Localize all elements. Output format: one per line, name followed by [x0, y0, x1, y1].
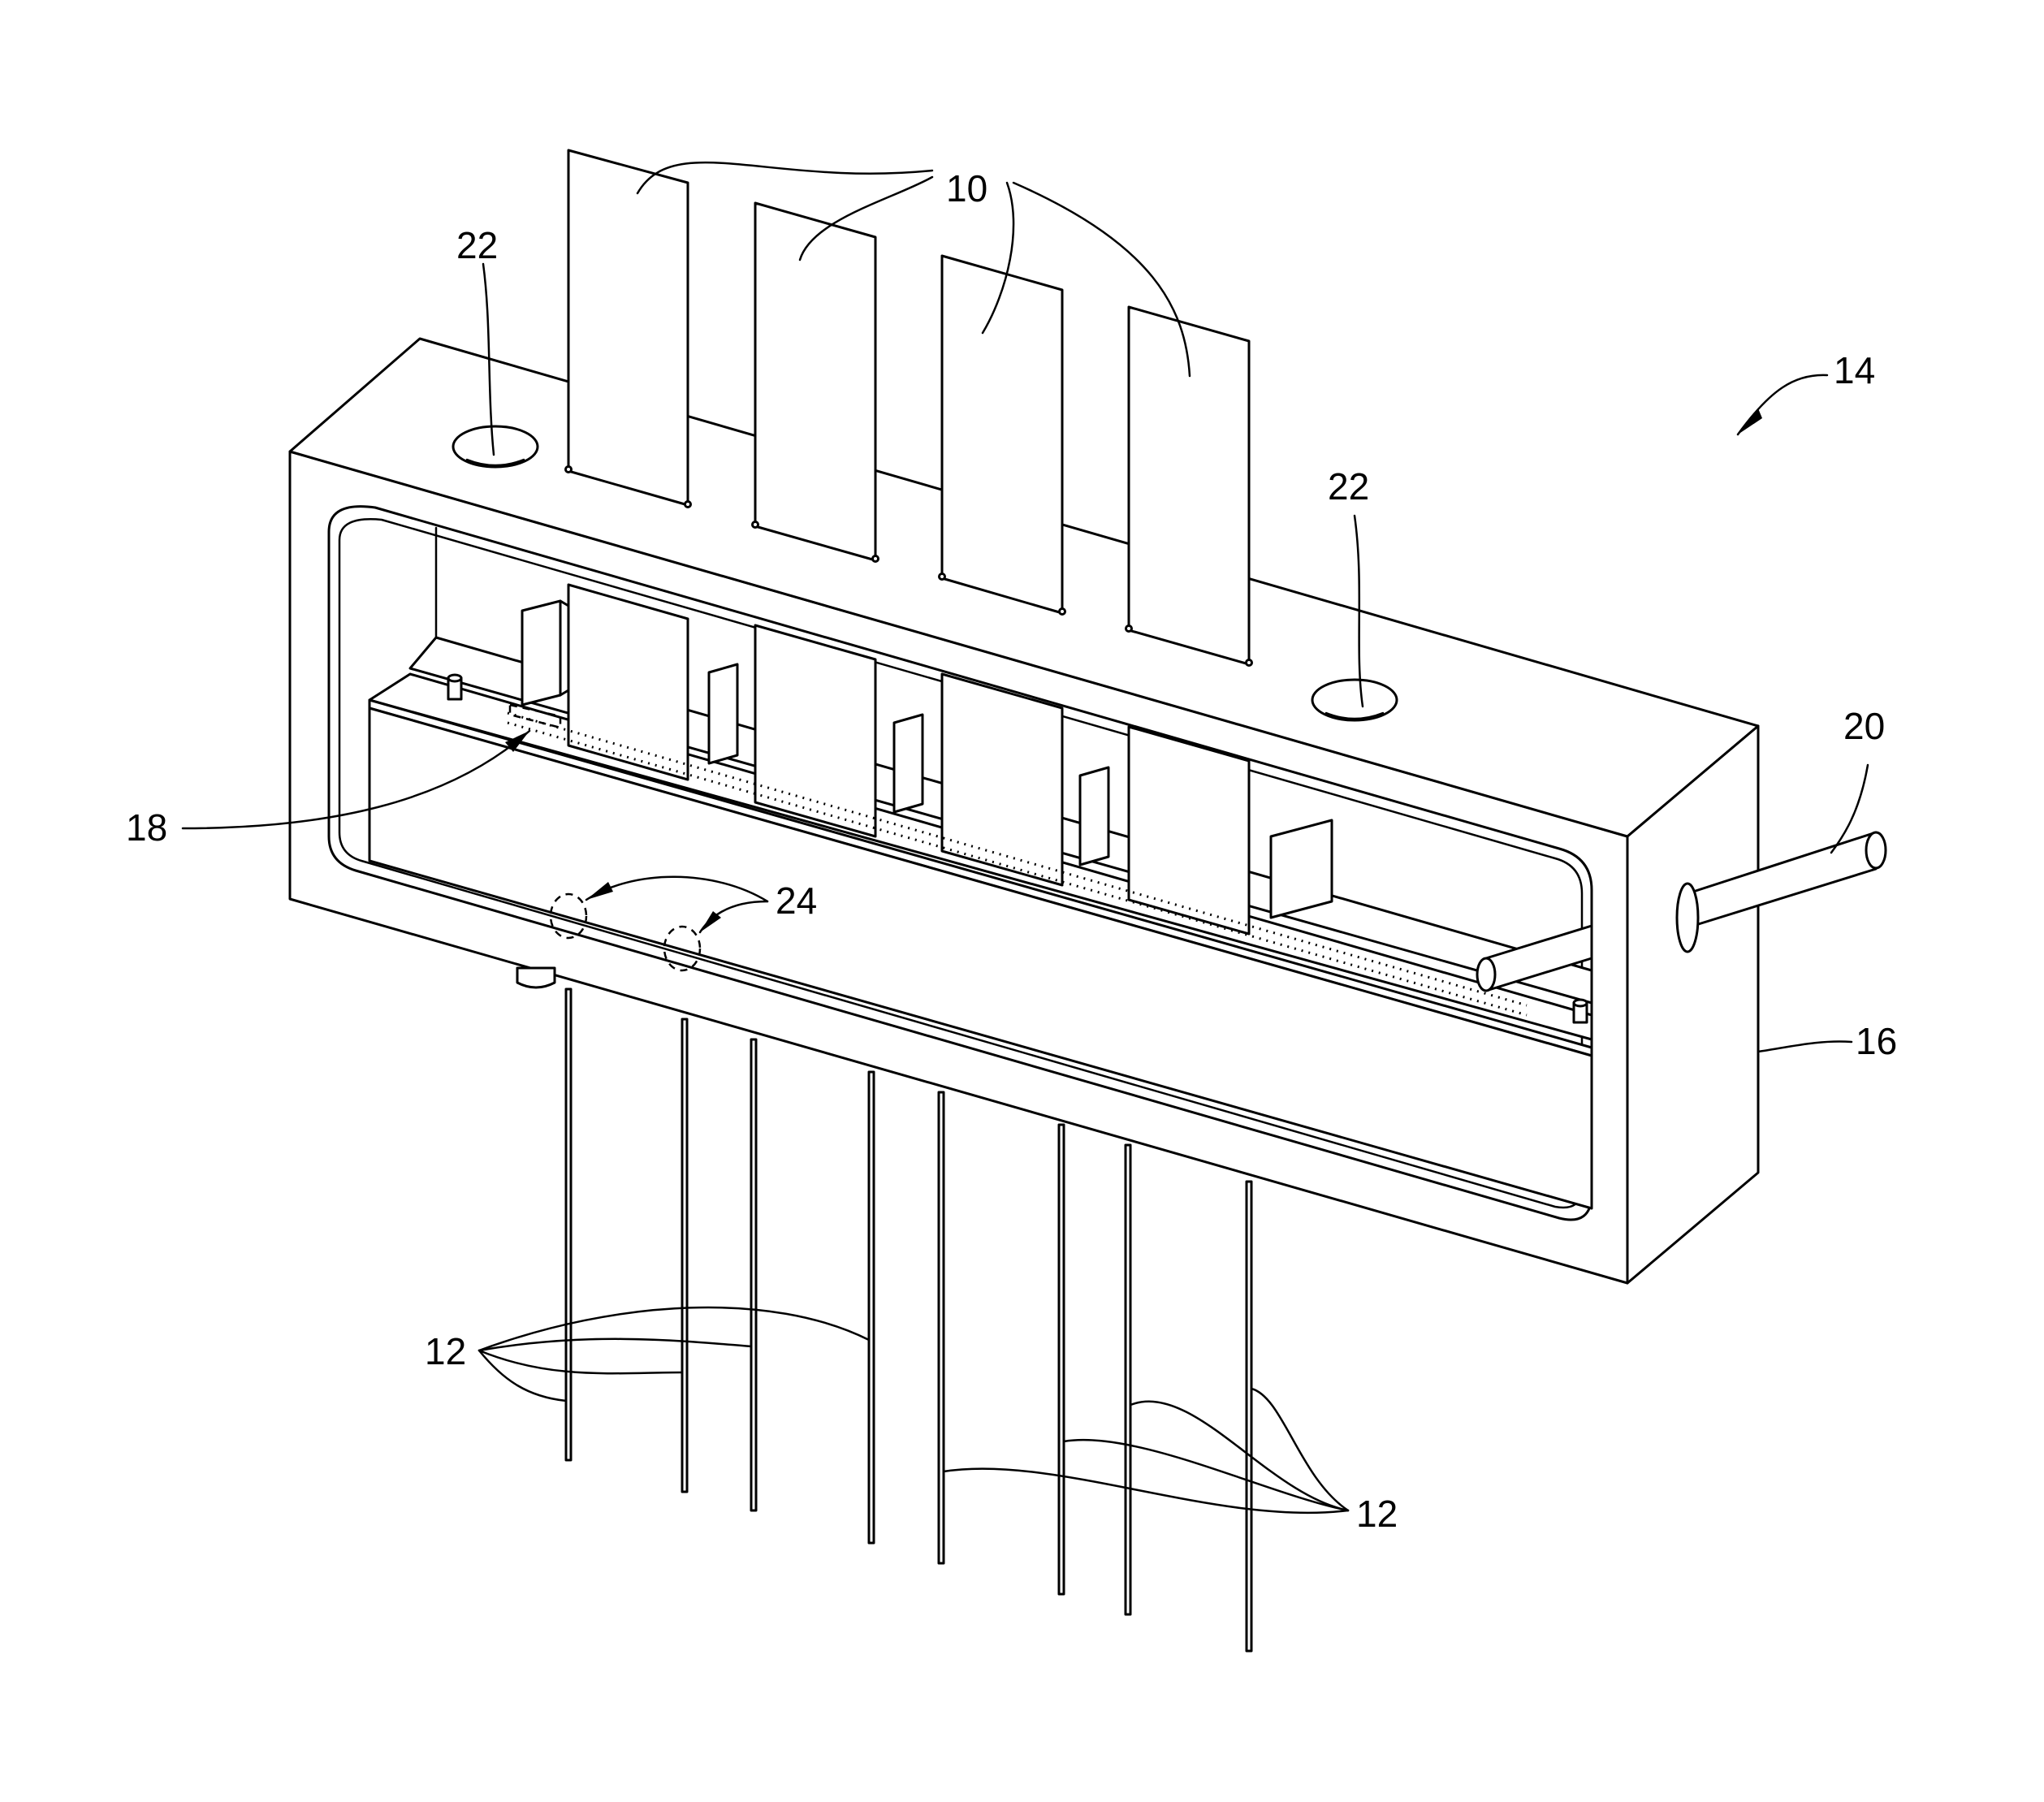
label-22-left: 22: [456, 224, 498, 266]
pin-3: [751, 1039, 756, 1510]
label-20: 20: [1843, 705, 1885, 747]
pin-8: [1247, 1182, 1251, 1651]
top-hole-right: [1312, 680, 1397, 720]
label-24: 24: [776, 879, 817, 922]
label-12-left: 12: [425, 1330, 466, 1372]
tube-side-hole: [1677, 884, 1698, 952]
strip-3: [942, 256, 1062, 613]
pin-6: [1059, 1125, 1064, 1594]
label-18: 18: [126, 806, 167, 849]
label-10: 10: [946, 167, 987, 210]
pin-1: [566, 989, 571, 1460]
pin-4: [869, 1072, 874, 1543]
bottom-stub: [517, 968, 555, 987]
pin-2: [682, 1019, 687, 1492]
top-hole-left: [453, 426, 538, 467]
pin-7: [1126, 1145, 1130, 1614]
label-14: 14: [1834, 349, 1875, 391]
label-22-right: 22: [1328, 465, 1369, 508]
strip-1: [568, 150, 688, 505]
label-12-right: 12: [1356, 1493, 1398, 1535]
pin-5: [939, 1092, 944, 1563]
label-16: 16: [1856, 1020, 1897, 1062]
strip-2: [755, 203, 875, 560]
